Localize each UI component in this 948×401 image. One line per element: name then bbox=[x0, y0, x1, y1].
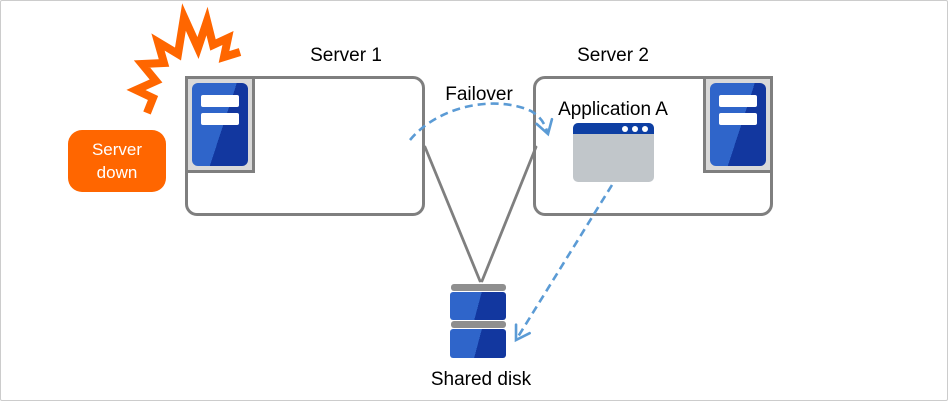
server-slot-bar bbox=[201, 113, 239, 125]
application-label: Application A bbox=[558, 99, 668, 120]
server1-label: Server 1 bbox=[310, 45, 382, 66]
server-down-line1: Server bbox=[91, 140, 143, 159]
server2-icon bbox=[703, 76, 773, 173]
app-window-icon bbox=[573, 123, 654, 182]
server-tower-icon bbox=[192, 83, 248, 166]
window-dot-icon bbox=[632, 125, 638, 132]
failover-label: Failover bbox=[445, 84, 513, 105]
disk-platter bbox=[450, 292, 506, 320]
server-slot-bar bbox=[201, 95, 239, 107]
server-down-badge: Server down bbox=[68, 130, 166, 192]
server-slot-bar bbox=[719, 113, 757, 125]
window-dot-icon bbox=[622, 125, 628, 132]
shared-disk-icon bbox=[450, 284, 506, 359]
server-slot-bar bbox=[719, 95, 757, 107]
failover-arrow bbox=[408, 102, 554, 141]
server1-icon bbox=[185, 76, 255, 173]
server1-disk-line bbox=[423, 145, 482, 283]
window-dot-icon bbox=[642, 125, 648, 132]
server2-label: Server 2 bbox=[577, 45, 649, 66]
disk-cap bbox=[450, 321, 506, 328]
server-tower-icon bbox=[710, 83, 766, 166]
disk-platter bbox=[450, 329, 506, 358]
server-down-line2: down bbox=[96, 163, 138, 182]
shared-disk-label: Shared disk bbox=[430, 369, 532, 390]
app-window-titlebar bbox=[573, 123, 654, 134]
disk-cap bbox=[450, 284, 506, 291]
server2-disk-line bbox=[480, 145, 538, 283]
